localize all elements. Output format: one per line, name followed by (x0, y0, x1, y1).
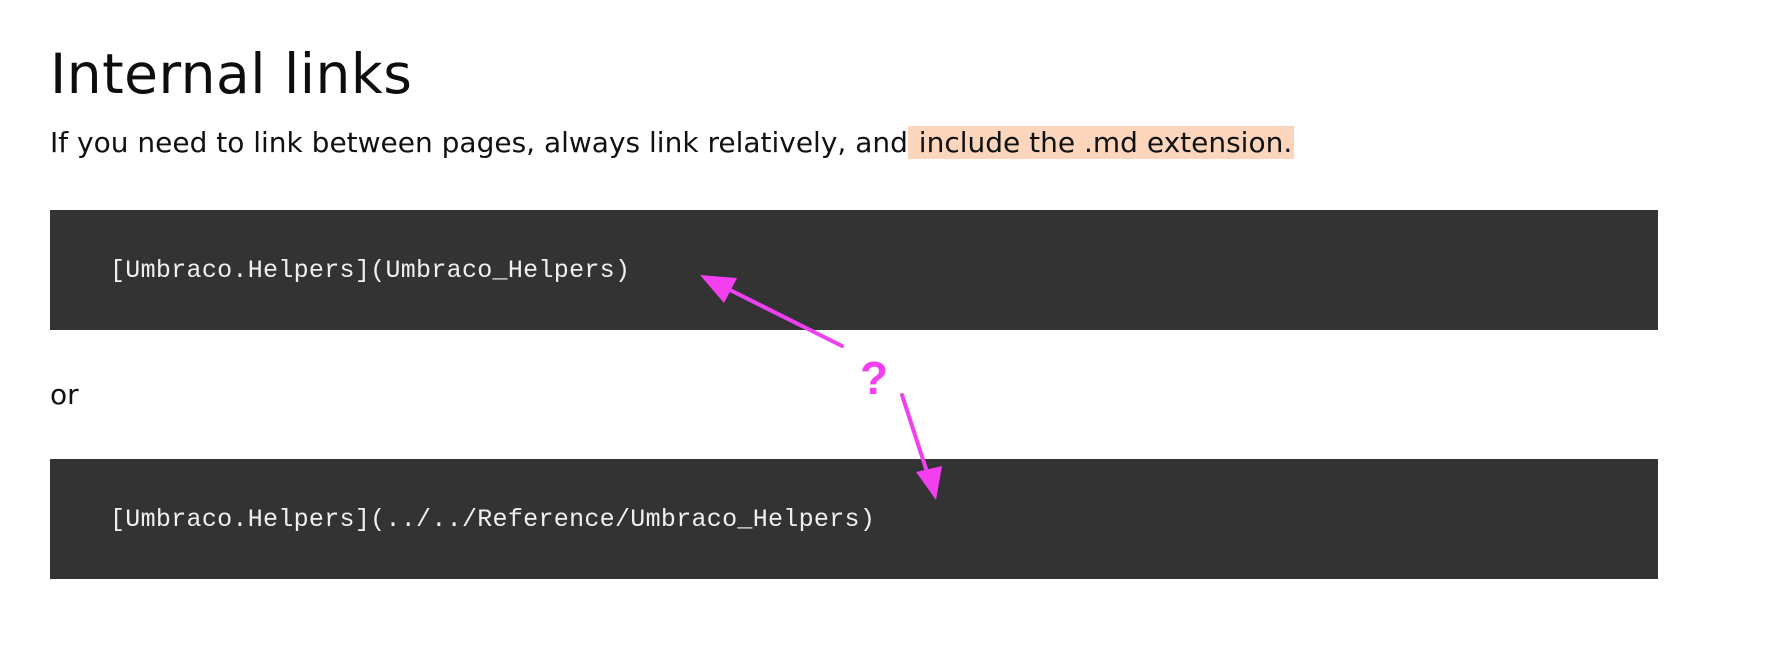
page-title: Internal links (50, 42, 413, 106)
intro-text: If you need to link between pages, alway… (50, 126, 908, 159)
code-text: [Umbraco.Helpers](Umbraco_Helpers) (110, 255, 631, 285)
question-mark-annotation: ? (860, 352, 889, 404)
code-block-relative: [Umbraco.Helpers](Umbraco_Helpers) (50, 210, 1658, 330)
intro-paragraph: If you need to link between pages, alway… (50, 122, 1295, 164)
code-text: [Umbraco.Helpers](../../Reference/Umbrac… (110, 504, 876, 534)
separator-text: or (50, 378, 79, 411)
highlighted-text: include the .md extension. (907, 126, 1295, 159)
code-block-full-path: [Umbraco.Helpers](../../Reference/Umbrac… (50, 459, 1658, 579)
